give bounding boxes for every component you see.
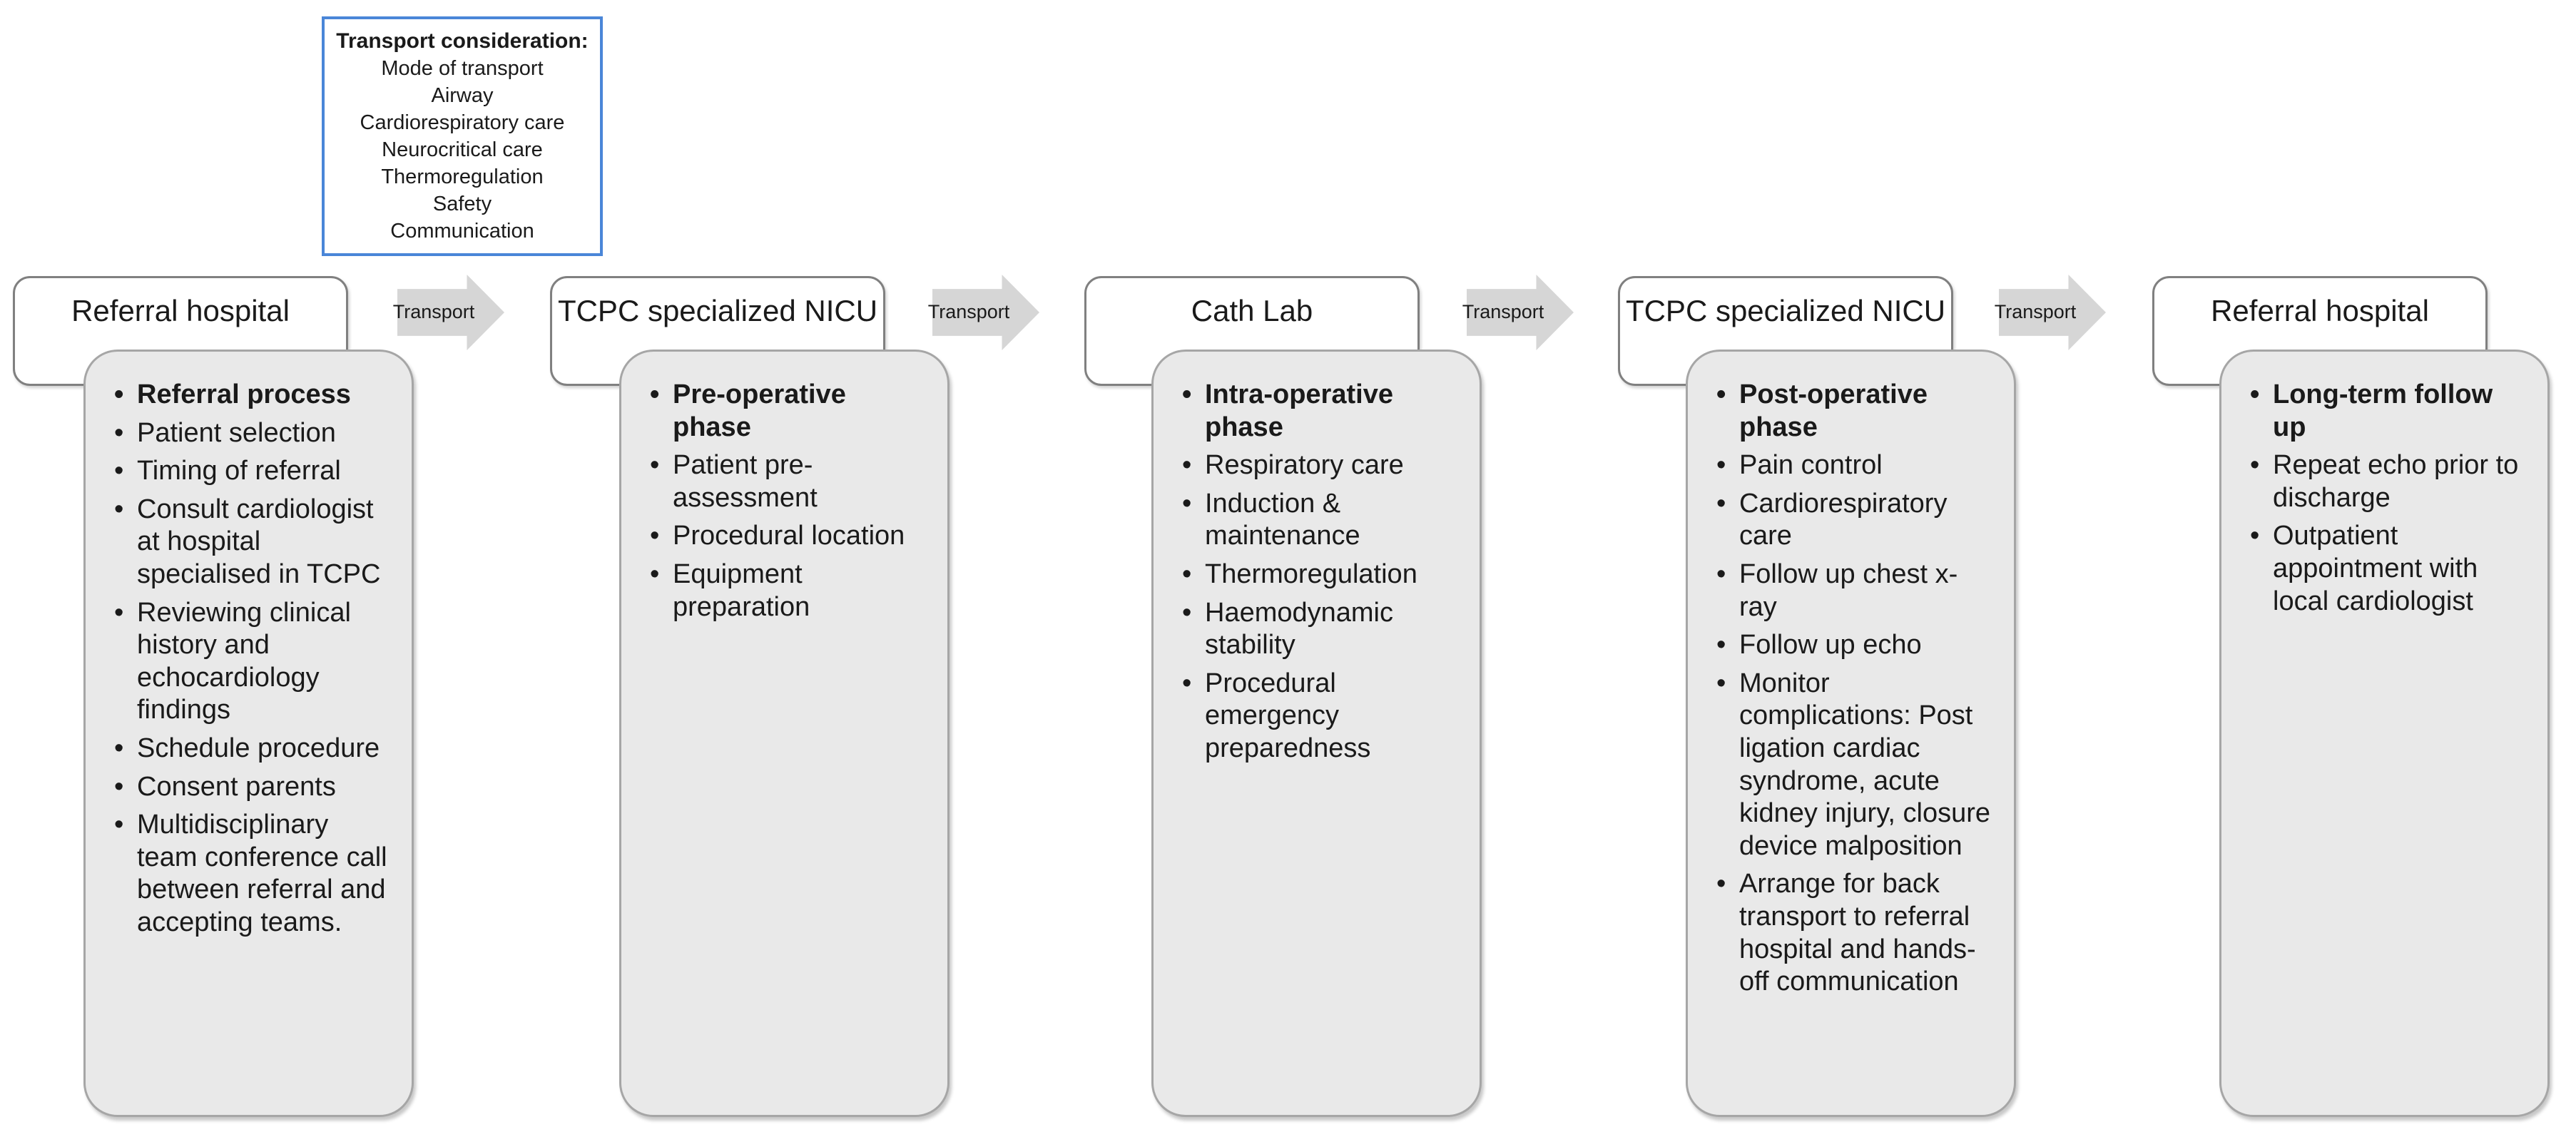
stage-title: Referral hospital [2211,294,2429,327]
stage-title: Referral hospital [71,294,290,327]
stage-card: Long-term follow up Repeat echo prior to… [2219,350,2550,1117]
card-bullet-item: Patient selection [114,417,390,450]
stage-bullet-list: Referral process Patient selectionTiming… [114,379,390,939]
card-bullet-item: Follow up echo [1716,629,1992,662]
consideration-item: Safety [432,193,492,215]
transport-arrow: Transport [1462,275,1574,350]
card-bullet-item: Monitor complications: Post ligation car… [1716,668,1992,863]
transport-arrow-label: Transport [1462,301,1544,323]
card-bullet-item: Induction & maintenance [1182,488,1458,553]
card-bullet-item: Consult cardiologist at hospital special… [114,494,390,591]
card-bullet-item: Procedural emergency preparedness [1182,668,1458,765]
card-bullet-item: Multidisciplinary team conference call b… [114,809,390,939]
card-lead-item: Pre-operative phase [650,379,926,444]
stage-title: Cath Lab [1191,294,1313,327]
consideration-item: Thermoregulation [381,165,544,188]
card-bullet-item: Repeat echo prior to discharge [2250,449,2526,514]
consideration-item: Neurocritical care [382,138,543,161]
card-bullet-item: Respiratory care [1182,449,1458,482]
card-bullet-item: Thermoregulation [1182,559,1458,591]
stage-bullet-list: Pre-operative phase Patient pre-assessme… [650,379,926,623]
card-bullet-item: Haemodynamic stability [1182,597,1458,662]
card-bullet-item: Patient pre-assessment [650,449,926,514]
stage-title: TCPC specialized NICU [557,294,878,327]
card-bullet-item: Follow up chest x-ray [1716,559,1992,623]
card-bullet-item: Schedule procedure [114,733,390,765]
consideration-item: Airway [431,84,494,107]
stage-card: Intra-operative phase Respiratory careIn… [1151,350,1482,1117]
transport-arrow: Transport [392,275,504,350]
transport-arrow-label: Transport [1994,301,2077,323]
stage-card: Referral process Patient selectionTiming… [83,350,414,1117]
stage-bullet-list: Intra-operative phase Respiratory careIn… [1182,379,1458,765]
stage-bullet-list: Long-term follow up Repeat echo prior to… [2250,379,2526,618]
stage-title: TCPC specialized NICU [1625,294,1946,327]
card-bullet-item: Reviewing clinical history and echocardi… [114,597,390,727]
card-lead-item: Long-term follow up [2250,379,2526,444]
card-bullet-item: Outpatient appointment with local cardio… [2250,520,2526,618]
transport-arrow: Transport [927,275,1039,350]
stage-card: Post-operative phase Pain controlCardior… [1686,350,2016,1117]
consideration-item: Mode of transport [381,57,544,80]
transport-arrow: Transport [1994,275,2106,350]
consideration-title: Transport consideration: [336,29,589,53]
card-bullet-item: Procedural location [650,520,926,553]
stage-bullet-list: Post-operative phase Pain controlCardior… [1716,379,1992,999]
stage-card: Pre-operative phase Patient pre-assessme… [619,350,950,1117]
card-lead-item: Post-operative phase [1716,379,1992,444]
transport-arrow-label: Transport [927,301,1010,323]
card-lead-item: Intra-operative phase [1182,379,1458,444]
card-bullet-item: Arrange for back transport to referral h… [1716,868,1992,998]
card-bullet-item: Equipment preparation [650,559,926,623]
card-lead-item: Referral process [114,379,390,412]
transport-arrow-label: Transport [392,301,475,323]
consideration-item: Communication [390,220,534,243]
card-bullet-item: Cardiorespiratory care [1716,488,1992,553]
transport-consideration-box: Transport consideration: Mode of transpo… [322,16,603,256]
card-bullet-item: Pain control [1716,449,1992,482]
card-bullet-item: Consent parents [114,771,390,804]
consideration-item: Cardiorespiratory care [360,111,565,134]
card-bullet-item: Timing of referral [114,455,390,488]
